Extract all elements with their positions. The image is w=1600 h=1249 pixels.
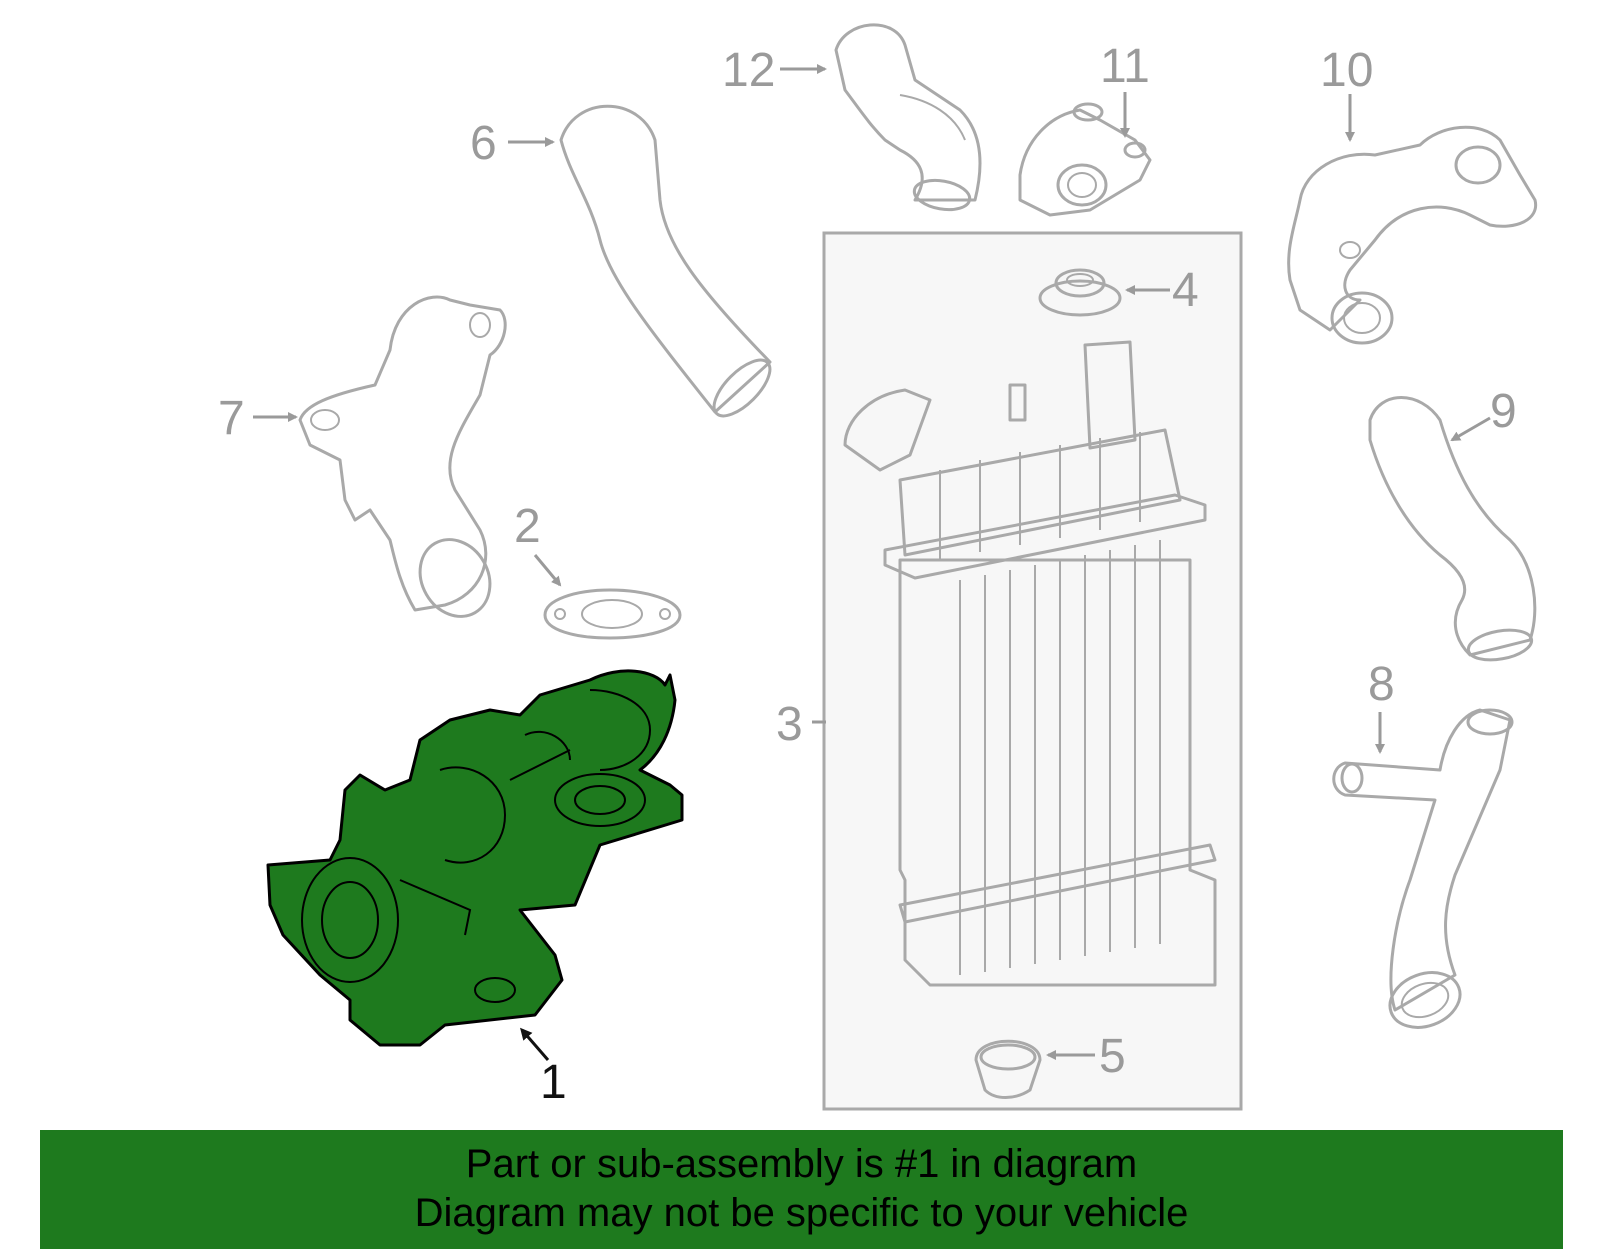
part-11-housing[interactable]: [1018, 102, 1152, 217]
part-5-grommet[interactable]: [974, 1039, 1042, 1099]
callout-9: 9: [1490, 385, 1517, 438]
part-12-pipe[interactable]: [834, 23, 982, 214]
part-4-grommet[interactable]: [1038, 268, 1122, 317]
callout-arrow-1: [520, 1027, 550, 1061]
callout-11: 11: [1100, 40, 1150, 93]
part-7-pipe[interactable]: [298, 295, 507, 629]
callout-6: 6: [470, 117, 497, 170]
banner-line-2: Diagram may not be specific to your vehi…: [414, 1191, 1189, 1235]
callout-7: 7: [218, 392, 245, 445]
callout-10: 10: [1320, 44, 1373, 97]
part-6-hose[interactable]: [559, 104, 779, 425]
part-10-pipe[interactable]: [1287, 125, 1538, 345]
part-9-hose[interactable]: [1368, 396, 1537, 665]
part-1-turbocharger[interactable]: [266, 669, 684, 1047]
callout-3: 3: [776, 698, 803, 751]
callout-arrow-2: [533, 554, 562, 587]
callout-2: 2: [514, 500, 541, 553]
callout-4: 4: [1172, 264, 1199, 317]
intercooler-group-box: [822, 231, 1243, 1111]
part-8-pipe[interactable]: [1332, 708, 1514, 1037]
callout-8: 8: [1368, 658, 1395, 711]
callout-1: 1: [540, 1056, 567, 1109]
part-2-gasket[interactable]: [543, 588, 682, 640]
part-3-intercooler[interactable]: [843, 340, 1217, 987]
banner-line-1: Part or sub-assembly is #1 in diagram: [465, 1142, 1138, 1186]
callout-arrow-9: [1450, 416, 1491, 442]
info-banner: Part or sub-assembly is #1 in diagram Di…: [40, 1130, 1563, 1249]
callout-5: 5: [1099, 1030, 1126, 1083]
callout-12: 12: [722, 44, 775, 97]
